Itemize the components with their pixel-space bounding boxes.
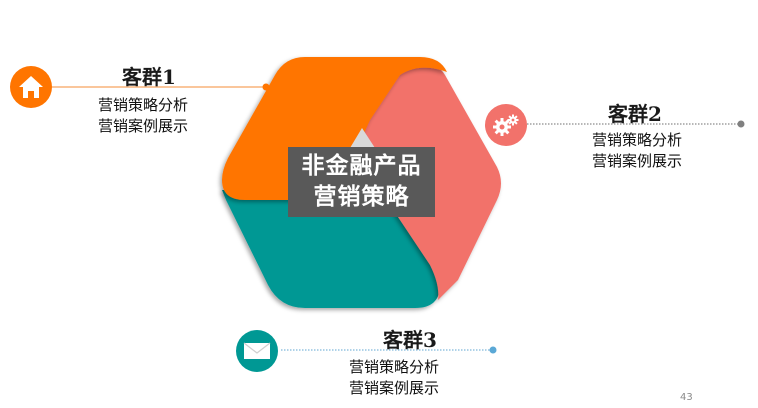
connector-dot-1 [262,83,270,91]
group-2-line-2: 营销案例展示 [592,152,683,170]
segment-orange [222,57,447,200]
page-number: 43 [680,392,693,403]
group-1-icon-badge [10,66,52,108]
center-label-line2: 营销策略 [313,184,410,210]
group-1-line-1: 营销策略分析 [98,96,189,114]
group-3-description: 营销策略分析 营销案例展示 [349,357,439,399]
group-3-title: 客群3 [383,328,437,352]
group-3-icon-badge [236,330,278,372]
connector-dot-3 [489,346,497,354]
mail-icon [243,342,271,359]
center-label-line1: 非金融产品 [301,153,422,179]
group-1-line-2: 营销案例展示 [98,117,189,135]
group-2-description: 营销策略分析 营销案例展示 [592,130,682,172]
group-1-description: 营销策略分析 营销案例展示 [98,95,188,137]
connector-dot-2 [737,120,745,128]
group-3-line-2: 营销案例展示 [349,379,440,397]
center-label: 非金融产品 营销策略 [288,147,435,217]
group-2-line-1: 营销策略分析 [592,131,683,149]
gears-icon [493,114,519,136]
home-icon [19,76,43,98]
group-2-icon-badge [485,104,527,146]
group-2-title: 客群2 [608,102,662,126]
group-1-title: 客群1 [122,65,176,89]
group-3-line-1: 营销策略分析 [349,358,440,376]
